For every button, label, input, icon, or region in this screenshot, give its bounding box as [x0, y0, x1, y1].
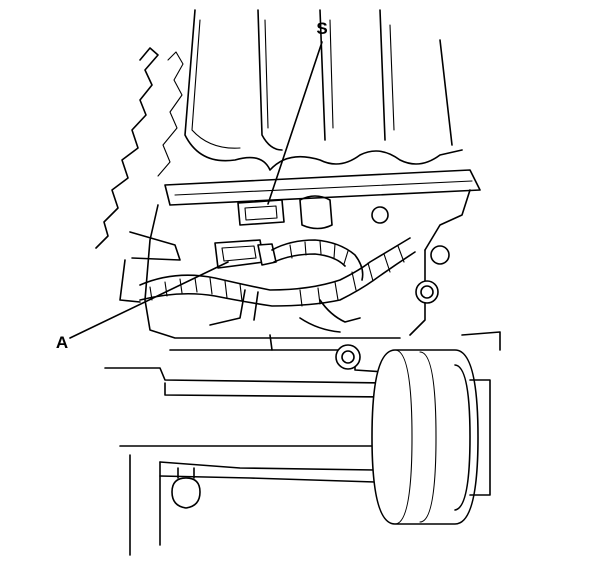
cylinder-head	[119, 169, 481, 339]
callout-label-s: S	[316, 19, 327, 38]
wiring-harness	[139, 237, 416, 333]
lower-block	[104, 334, 391, 556]
leader-line-s	[267, 41, 323, 205]
callout-label-a: A	[56, 333, 68, 352]
connector-a	[214, 239, 277, 269]
leader-line-a	[69, 261, 229, 339]
pulley	[371, 331, 501, 525]
cutaway-edge	[95, 47, 159, 249]
connector-s	[237, 199, 285, 226]
intake-manifold	[184, 9, 463, 171]
cutaway-edge-inner	[157, 51, 184, 177]
